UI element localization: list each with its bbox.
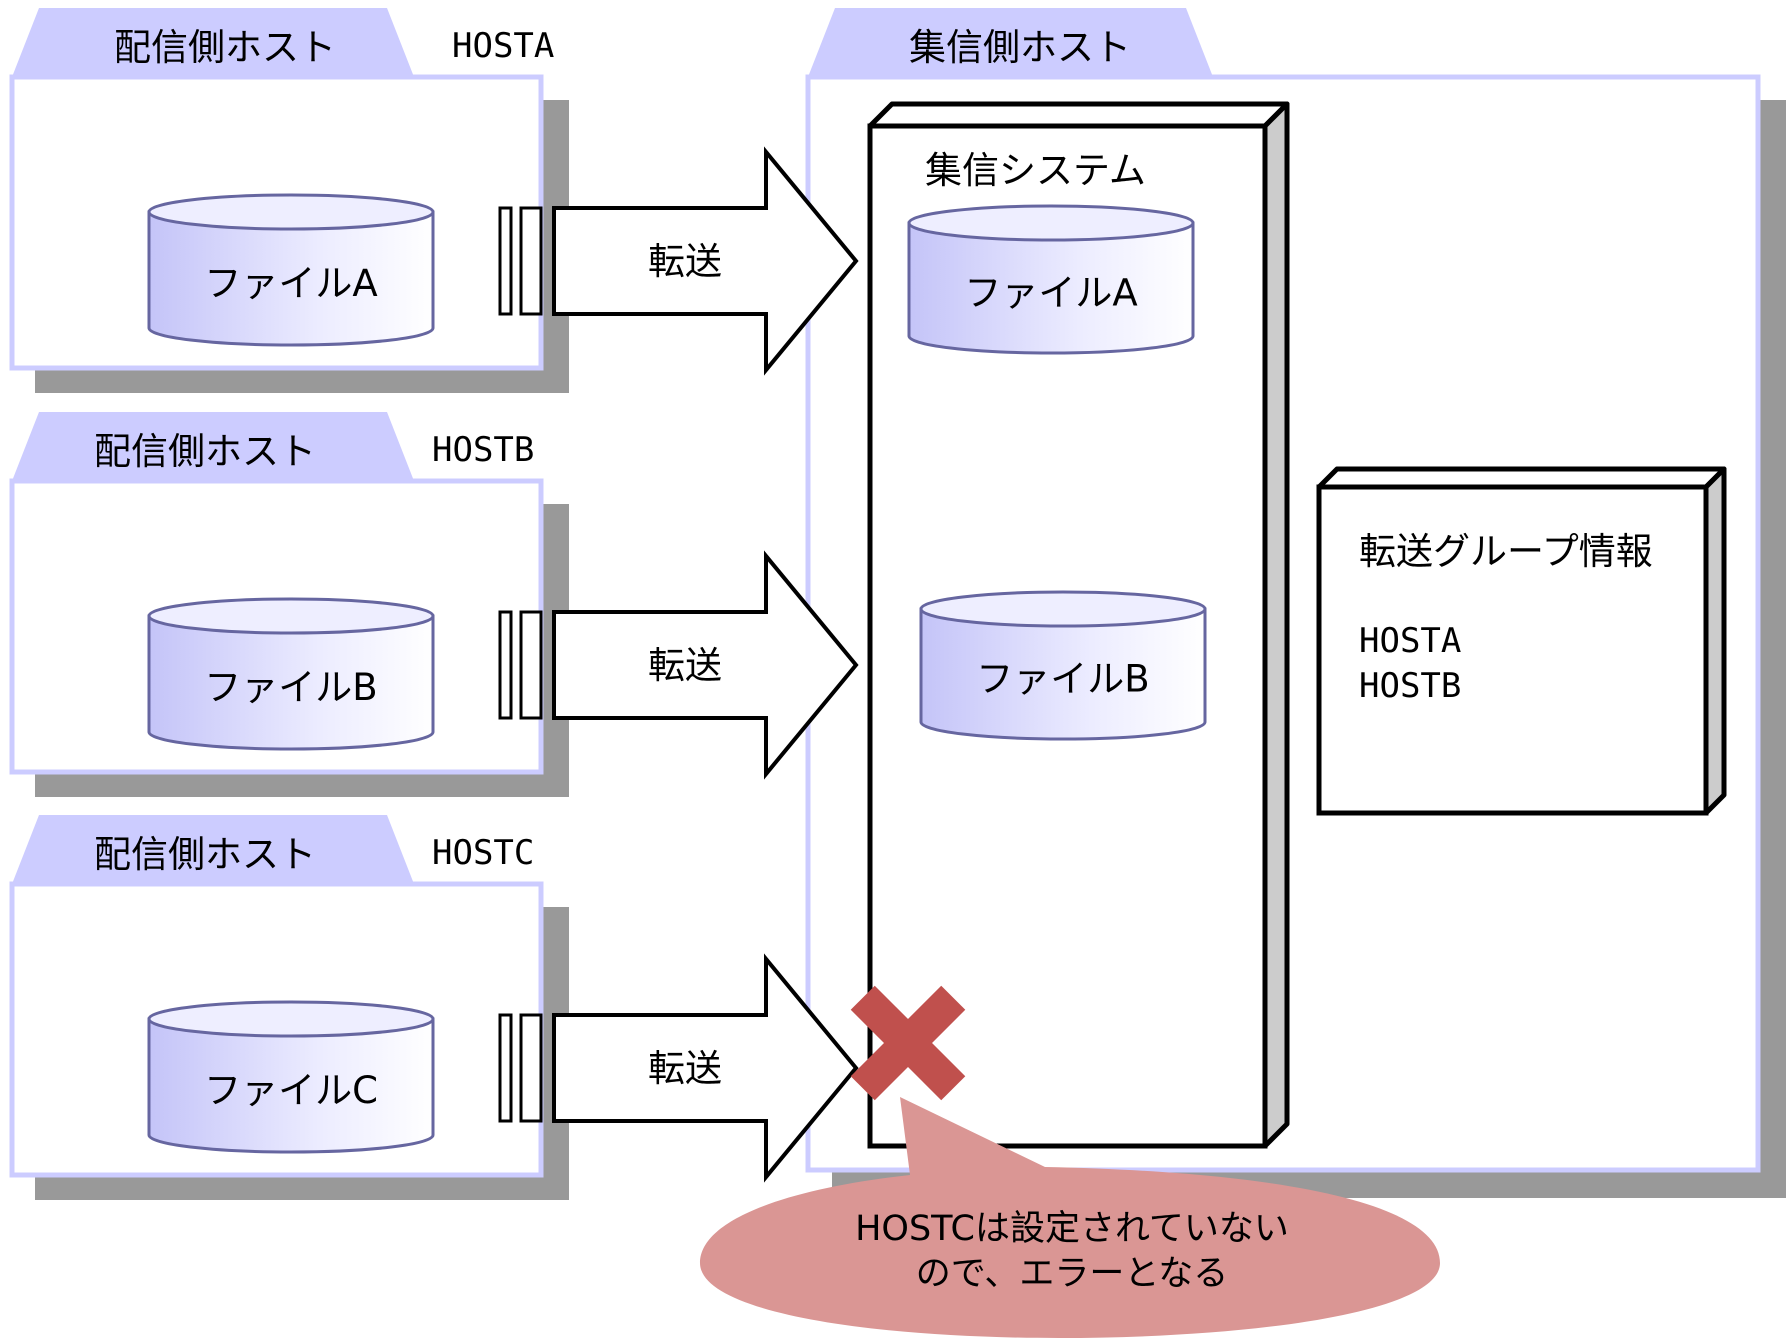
file-cylinder: ファイルB	[147, 597, 435, 751]
sender-host-name: HOSTA	[452, 26, 554, 66]
cylinder-body	[147, 614, 435, 751]
cylinder-top	[147, 597, 435, 635]
connector-bar	[498, 610, 513, 720]
sender-tab-label: 配信側ホスト	[114, 26, 336, 69]
connector-bar	[498, 1013, 513, 1123]
cylinder-top	[907, 204, 1195, 242]
error-callout-line2: ので、エラーとなる	[916, 1254, 1229, 1294]
transfer-group-info-box: 転送グループ情報 HOSTA HOSTB	[1316, 466, 1727, 816]
file-label: ファイルB	[976, 658, 1149, 701]
receiver-tab-label: 集信側ホスト	[909, 26, 1131, 69]
group-info-side	[1703, 466, 1727, 816]
sender-host-name: HOSTB	[432, 430, 534, 470]
cylinder-top	[919, 590, 1207, 628]
sender-tab-label: 配信側ホスト	[94, 430, 316, 473]
group-info-title: 転送グループ情報	[1359, 530, 1653, 573]
collection-system-top	[867, 101, 1290, 129]
error-callout-shape	[700, 1097, 1440, 1338]
file-label: ファイルB	[204, 666, 377, 709]
error-callout: HOSTCは設定されていない ので、エラーとなる	[700, 1097, 1440, 1338]
file-label: ファイルA	[964, 272, 1137, 315]
cylinder-body	[907, 221, 1195, 355]
sender-tab	[12, 815, 414, 884]
group-info-host: HOSTB	[1359, 666, 1461, 706]
transfer-arrow-label: 転送	[648, 644, 722, 687]
cylinder-top	[147, 1000, 435, 1038]
group-info-front	[1316, 484, 1709, 816]
receiver-tab	[808, 8, 1213, 77]
sender-tab	[12, 412, 414, 481]
connector-bar	[519, 1013, 543, 1123]
transfer-arrow	[552, 550, 859, 780]
transfer-arrow-label: 転送	[648, 1047, 722, 1090]
cylinder-body	[919, 607, 1207, 741]
cylinder-body	[147, 210, 435, 347]
received-file-cylinder: ファイルA	[907, 204, 1195, 355]
file-cylinder: ファイルA	[147, 193, 435, 347]
file-label: ファイルA	[204, 262, 377, 305]
connector-bar	[498, 206, 513, 316]
collection-system-title: 集信システム	[925, 149, 1146, 192]
receiver-files: ファイルA ファイルB	[907, 204, 1207, 741]
connector-bar	[519, 206, 543, 316]
transfer-arrow-label: 転送	[648, 240, 722, 283]
sender-host-panel: 配信側ホスト HOSTB ファイルB 転送	[9, 412, 859, 797]
connector-bar	[519, 610, 543, 720]
group-info-top	[1316, 466, 1727, 490]
sender-host-panel: 配信側ホスト HOSTA ファイルA 転送	[9, 8, 859, 393]
file-cylinder: ファイルC	[147, 1000, 435, 1154]
sender-tab	[12, 8, 414, 77]
sender-host-name: HOSTC	[432, 833, 534, 873]
error-x-mark	[850, 985, 966, 1101]
cylinder-body	[147, 1017, 435, 1154]
collection-system-side	[1262, 101, 1290, 1149]
group-info-host: HOSTA	[1359, 621, 1461, 661]
transfer-arrow	[552, 953, 859, 1183]
transfer-arrow	[552, 146, 859, 376]
file-label: ファイルC	[204, 1069, 378, 1112]
received-file-cylinder: ファイルB	[919, 590, 1207, 741]
error-callout-line1: HOSTCは設定されていない	[855, 1209, 1289, 1249]
sender-host-panel: 配信側ホスト HOSTC ファイルC 転送	[9, 815, 859, 1200]
cylinder-top	[147, 193, 435, 231]
sender-tab-label: 配信側ホスト	[94, 833, 316, 876]
